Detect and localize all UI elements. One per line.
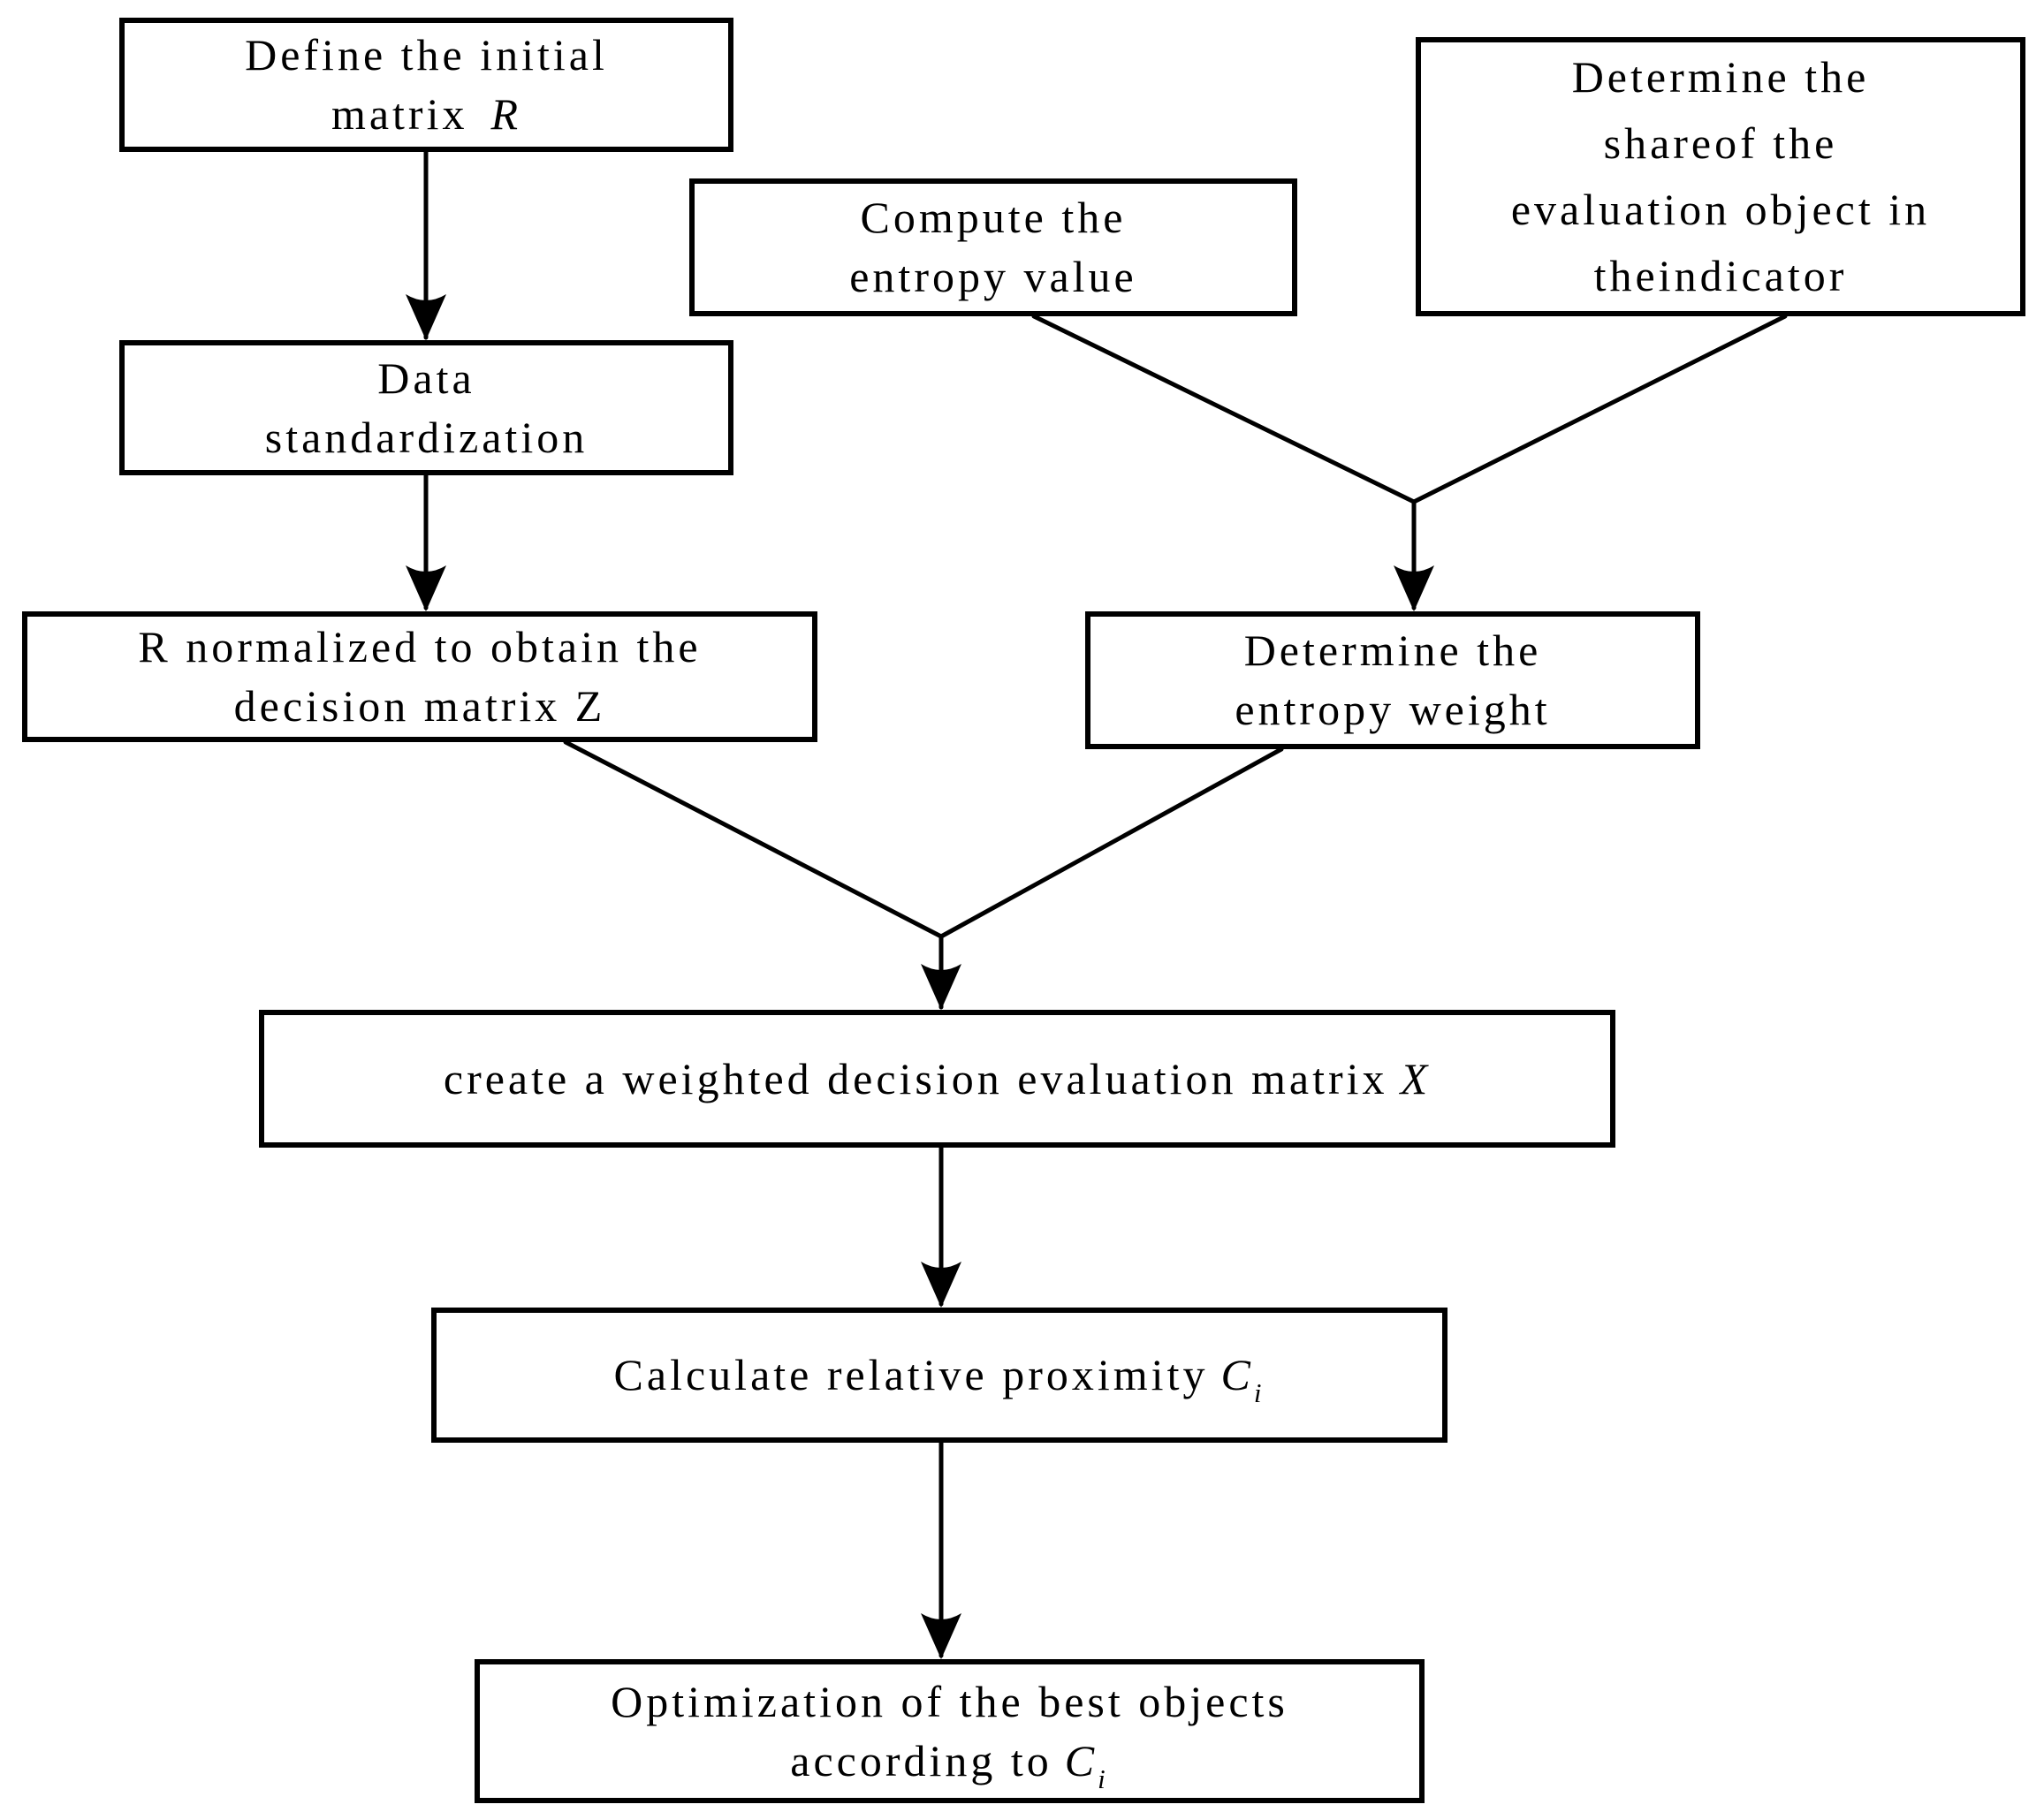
edge-compute-to-junction	[1031, 314, 1417, 504]
node-datastd-line2: standardization	[264, 412, 589, 462]
node-create-line1: create a weighted decision evaluation ma…	[443, 1053, 1432, 1103]
node-share-line2: shareof the	[1603, 118, 1838, 168]
node-entweight-line1: Determine the	[1243, 625, 1542, 675]
arrowhead-into-opt	[921, 1613, 961, 1659]
ci-subscript: i	[1253, 1377, 1265, 1409]
arrowhead-into-entweight	[1394, 565, 1434, 611]
node-datastd-line1: Data	[377, 353, 475, 403]
arrowhead-into-create	[921, 964, 961, 1010]
edge-share-to-junction	[1411, 314, 1788, 504]
ci-subscript: i	[1098, 1763, 1109, 1794]
node-entropy-weight: Determine the entropy weight	[1085, 611, 1700, 749]
node-rnorm-line1: R normalized to obtain the	[138, 622, 702, 671]
node-data-standardization: Data standardization	[119, 340, 733, 475]
matrix-x-symbol: X	[1400, 1053, 1432, 1103]
arrowhead-into-rnorm	[406, 565, 446, 611]
node-compute-line1: Compute the	[860, 193, 1127, 242]
ci-symbol: C	[1220, 1350, 1254, 1399]
edge-rnorm-to-junction	[563, 739, 944, 939]
node-entweight-line2: entropy weight	[1235, 685, 1551, 734]
node-opt-line1: Optimization of the best objects	[611, 1676, 1288, 1726]
node-share-line4: theindicator	[1593, 251, 1848, 300]
node-share-line1: Determine the	[1571, 52, 1870, 102]
ci-symbol: C	[1064, 1735, 1098, 1785]
arrowhead-into-calc	[921, 1262, 961, 1308]
edge-entweight-to-junction	[938, 747, 1284, 939]
node-compute-entropy-value: Compute the entropy value	[689, 178, 1297, 316]
node-define-line1: Define the initial	[245, 30, 608, 80]
node-optimization-best-objects: Optimization of the best objects accordi…	[475, 1659, 1425, 1803]
node-weighted-decision-matrix: create a weighted decision evaluation ma…	[259, 1010, 1615, 1148]
node-share-line3: evaluation object in	[1510, 185, 1931, 234]
node-r-normalized: R normalized to obtain the decision matr…	[22, 611, 817, 742]
arrowhead-into-datastd	[406, 294, 446, 340]
node-rnorm-line2: decision matrix Z	[233, 681, 606, 731]
matrix-r-symbol: R	[490, 89, 522, 139]
node-compute-line2: entropy value	[849, 252, 1137, 301]
node-determine-share: Determine the shareof the evaluation obj…	[1416, 37, 2025, 316]
